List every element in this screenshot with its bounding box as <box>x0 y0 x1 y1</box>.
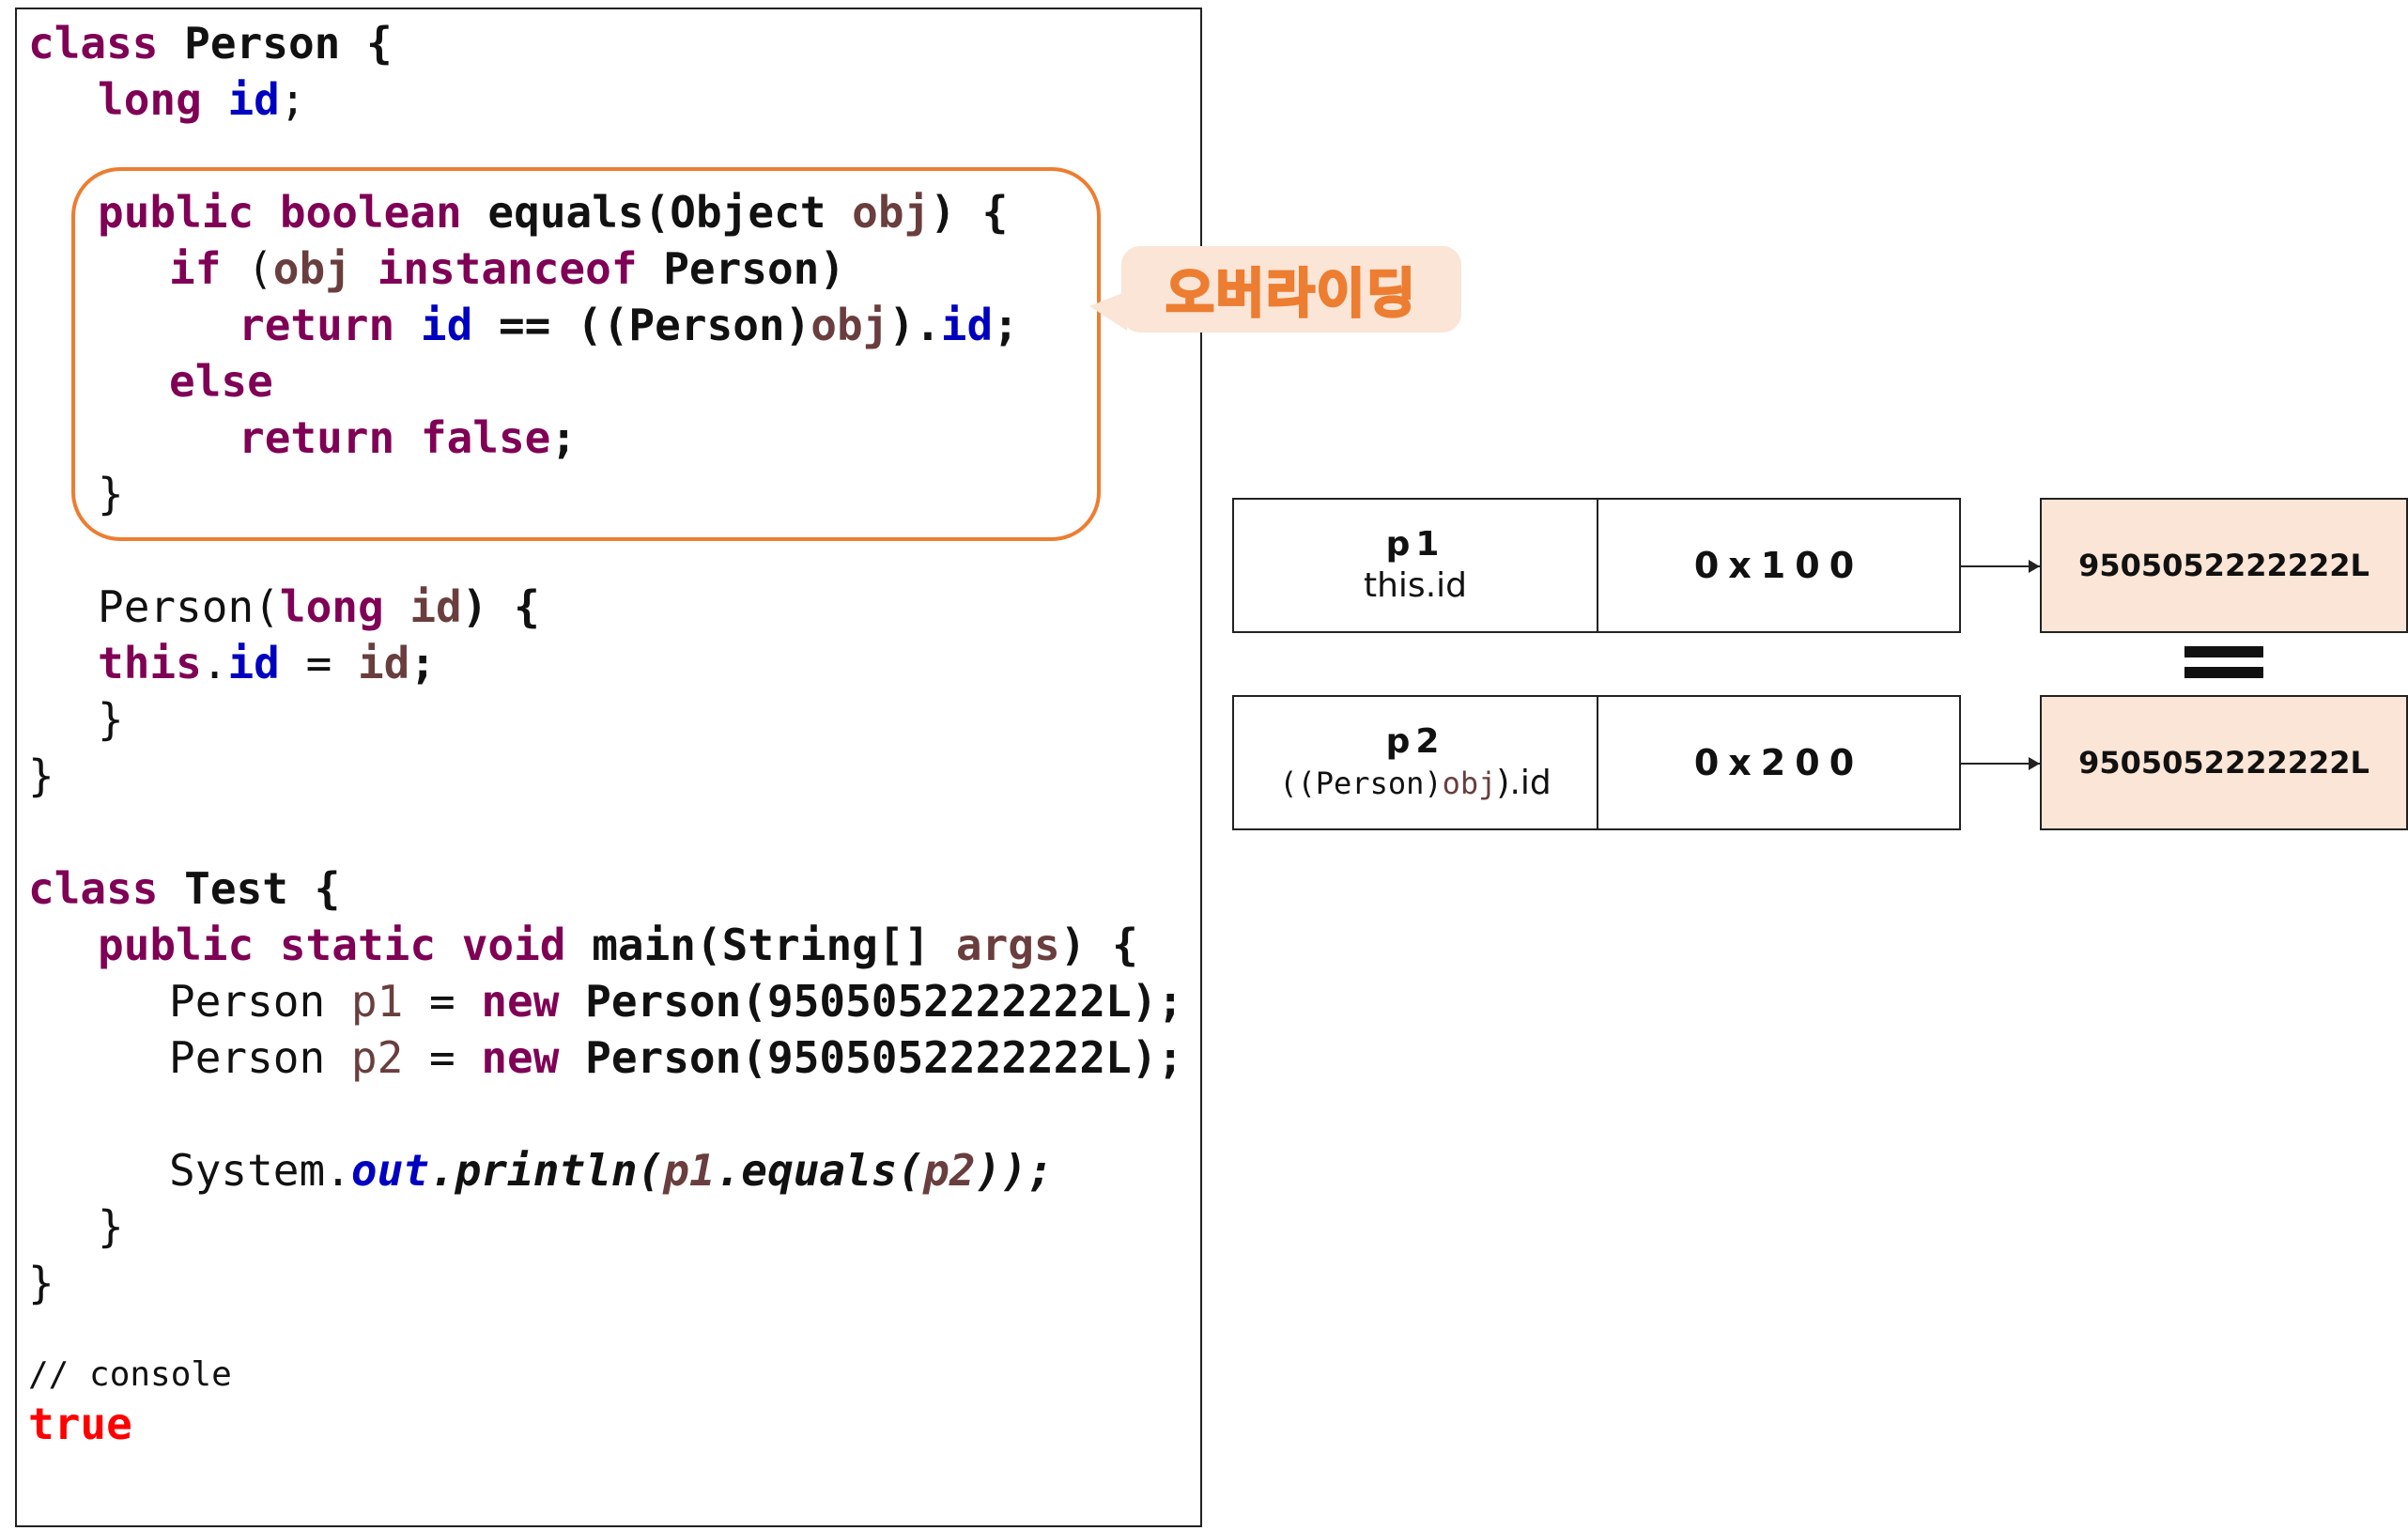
code-line-class-person: class Person { <box>28 18 393 69</box>
heap-value-box: 9505052222222L <box>2040 498 2408 633</box>
console-comment: // console <box>28 1355 232 1394</box>
code-line-field-id: long id; <box>98 74 306 125</box>
code-line-new-p1: Person p1 = new Person(9505052222222L); <box>169 976 1184 1027</box>
code-line-constructor: Person(long id) { <box>98 581 540 632</box>
reference-name-cell: p2 ((Person)obj).id <box>1234 697 1598 828</box>
reference-address: 0x100 <box>1693 545 1864 586</box>
code-line-equals-signature: public boolean equals(Object obj) { <box>98 187 1009 238</box>
code-line-close-equals: } <box>98 469 124 519</box>
code-line-return-false: return false; <box>239 412 578 463</box>
code-line-this-assign: this.id = id; <box>98 638 437 688</box>
callout-label: 오버라이딩 <box>1165 262 1417 326</box>
code-line-main-signature: public static void main(String[] args) { <box>98 920 1138 970</box>
code-line-else: else <box>169 356 273 407</box>
code-line-class-test: class Test { <box>28 863 341 914</box>
code-line-close-person: } <box>28 750 54 801</box>
code-line-close-constructor: } <box>98 694 124 745</box>
override-callout: 오버라이딩 <box>1121 246 1461 332</box>
reference-row-p2: p2 ((Person)obj).id 0x200 <box>1232 695 1961 830</box>
variable-field: this.id <box>1364 566 1467 605</box>
variable-name: p1 <box>1385 525 1445 564</box>
variable-field: ((Person)obj).id <box>1279 764 1551 802</box>
override-highlight-frame <box>71 167 1101 541</box>
code-line-if: if (obj instanceof Person) <box>169 243 846 294</box>
equals-sign-bottom <box>2184 667 2263 678</box>
callout-tail <box>1089 291 1127 331</box>
code-line-return-compare: return id == ((Person)obj).id; <box>239 300 1019 350</box>
code-line-close-main: } <box>98 1201 124 1252</box>
console-result: true <box>28 1399 132 1449</box>
equals-sign-top <box>2184 646 2263 657</box>
reference-row-p1: p1 this.id 0x100 <box>1232 498 1961 633</box>
reference-name-cell: p1 this.id <box>1234 500 1598 631</box>
code-panel <box>15 8 1202 1527</box>
code-line-new-p2: Person p2 = new Person(9505052222222L); <box>169 1032 1184 1083</box>
code-line-close-test: } <box>28 1258 54 1308</box>
code-line-println: System.out.println(p1.equals(p2)); <box>169 1145 1054 1196</box>
variable-name: p2 <box>1385 722 1445 761</box>
pointer-arrow <box>1961 560 2040 573</box>
reference-address: 0x200 <box>1693 742 1864 783</box>
pointer-arrow <box>1961 757 2040 770</box>
heap-value-box: 9505052222222L <box>2040 695 2408 830</box>
